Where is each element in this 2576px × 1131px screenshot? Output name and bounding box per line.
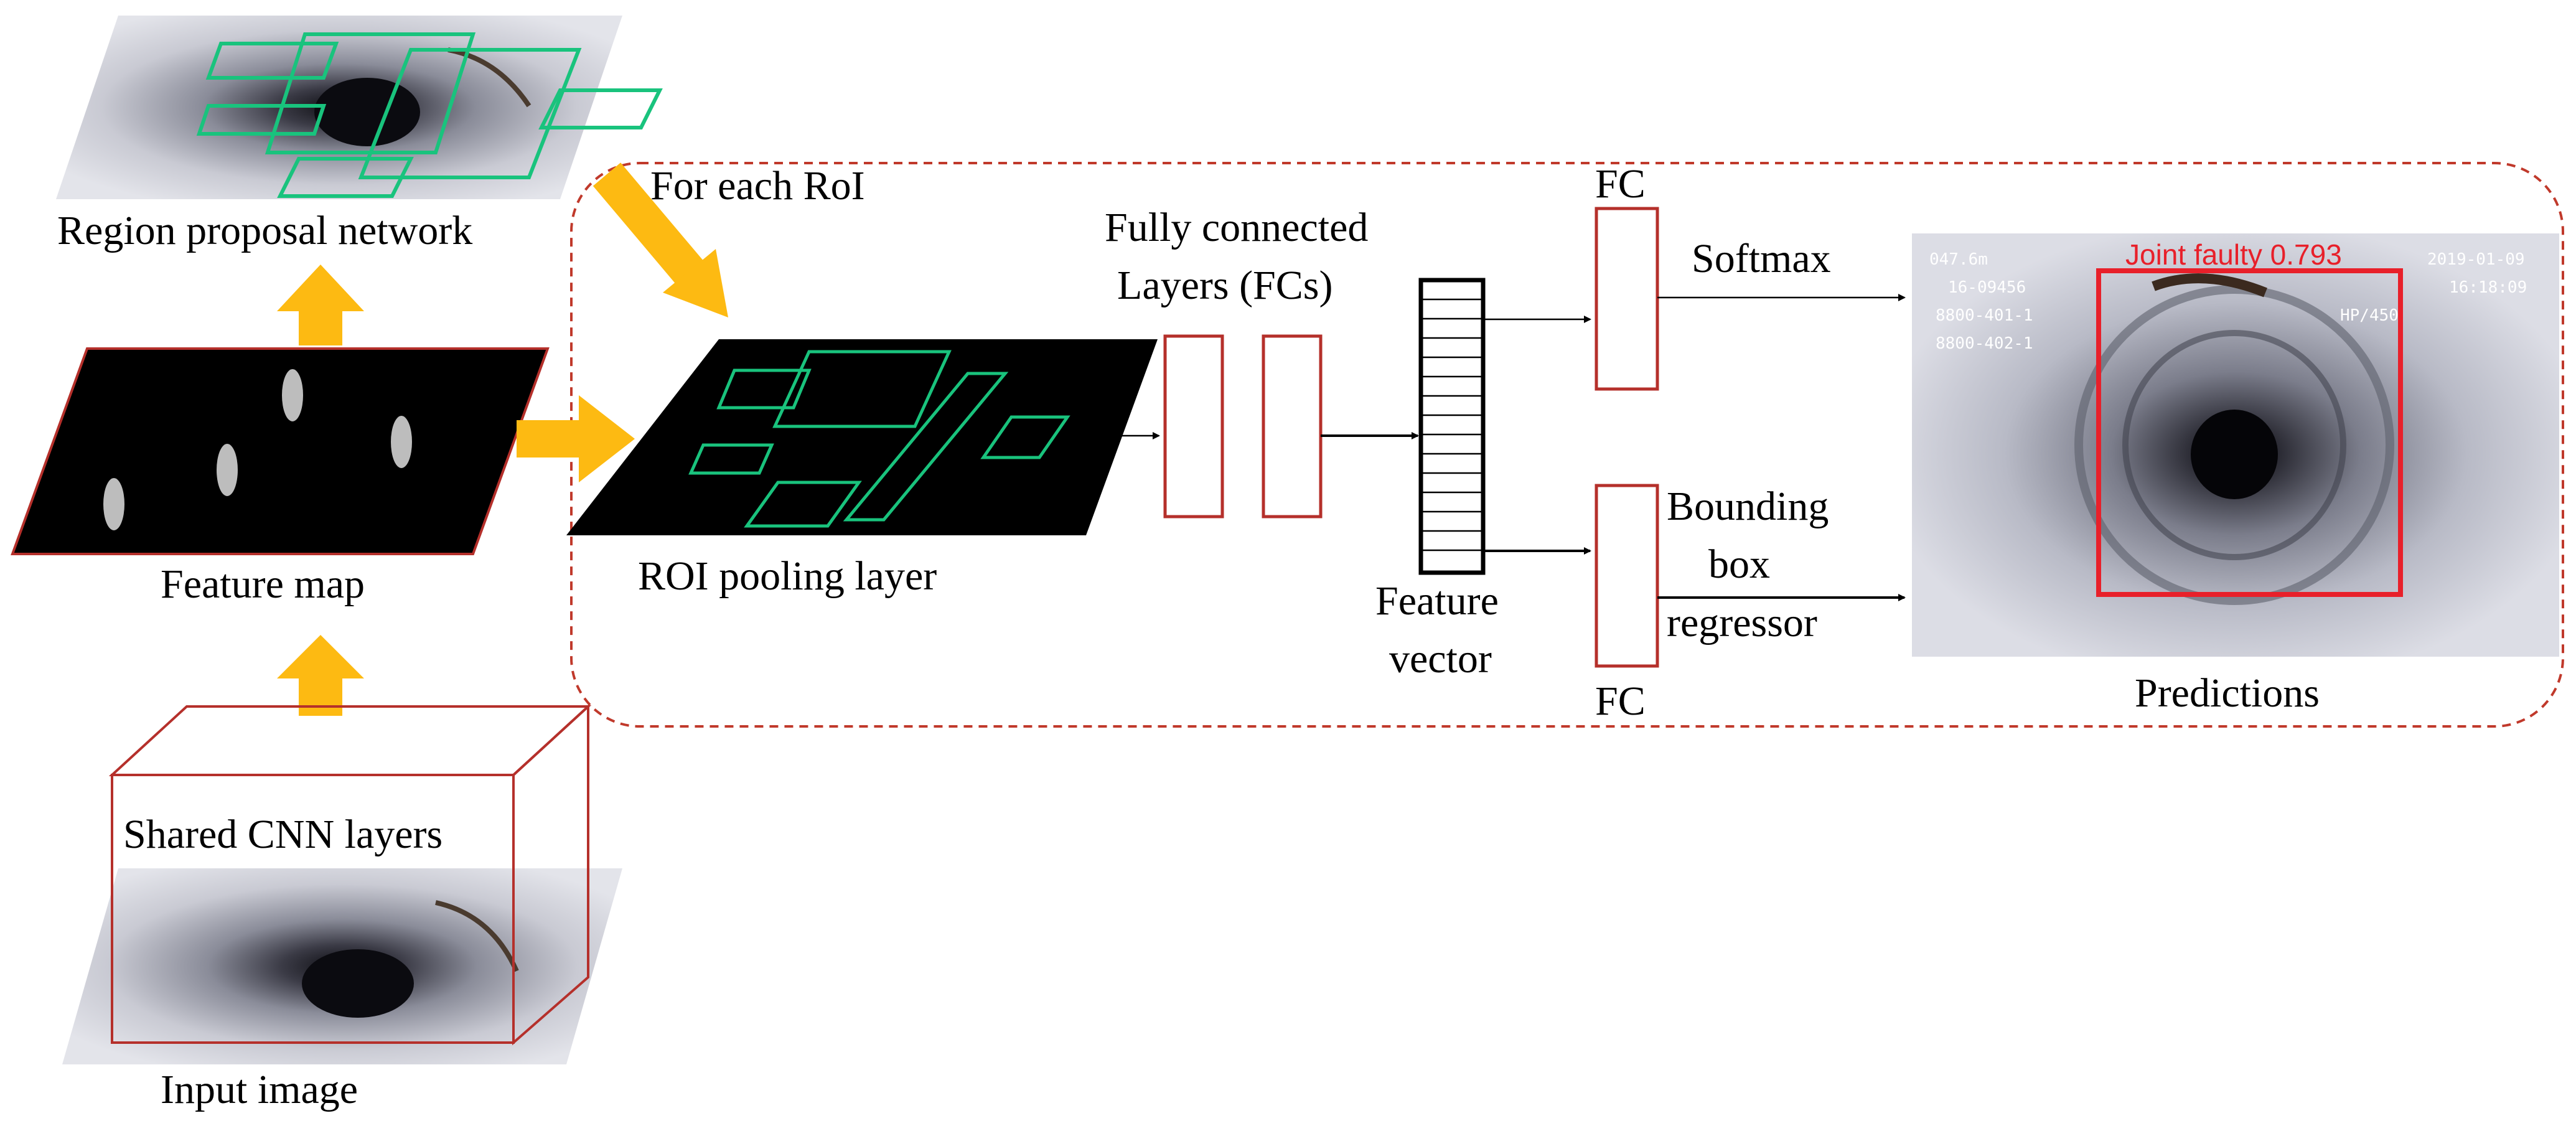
pipe-hole (302, 949, 414, 1018)
overlay-left-1: 047.6m (1929, 250, 1988, 269)
feature-point (217, 444, 238, 496)
bbox-label-line3: regressor (1667, 600, 1817, 645)
fc-top (1595, 207, 1659, 391)
rpn-proposal-boxes (196, 32, 663, 198)
for-each-roi-label: For each RoI (650, 163, 865, 209)
overlay-left-4: 8800-402-1 (1936, 334, 2033, 353)
roi-pooling-label: ROI pooling layer (638, 553, 937, 599)
overlay-left-2: 16-09456 (1948, 278, 2026, 297)
input-image-label: Input image (161, 1067, 358, 1112)
rpn-image (56, 16, 663, 199)
feature-vector-label-line2: vector (1389, 636, 1492, 682)
feature-map-shape (11, 347, 550, 555)
overlay-left-3: 8800-401-1 (1936, 306, 2033, 325)
feature-vector (1418, 278, 1486, 575)
shared-cnn-label: Shared CNN layers (123, 812, 443, 857)
shared-cnn-box (108, 703, 592, 1046)
feature-point (282, 369, 303, 421)
overlay-right-2: 16:18:09 (2449, 278, 2527, 297)
feature-point (391, 416, 412, 468)
detection-box (2096, 268, 2403, 597)
predictions-image: 047.6m 16-09456 8800-401-1 8800-402-1 20… (1912, 233, 2559, 657)
fc-top-label: FC (1595, 161, 1646, 207)
arrow-up-to-feature-map (277, 635, 364, 716)
detection-label: Joint faulty 0.793 (2125, 238, 2342, 271)
bbox-label-line1: Bounding (1667, 484, 1829, 529)
fc-layer-1 (1163, 334, 1224, 519)
roi-boxes (688, 350, 1070, 528)
fc-layer-2 (1262, 334, 1323, 519)
overlay-camera-tag: HP/450 (2340, 306, 2399, 325)
fc-layers-label-line1: Fully connected (1105, 205, 1368, 250)
fc-layers-label-line2: Layers (FCs) (1117, 263, 1332, 308)
feature-map-label: Feature map (161, 561, 365, 607)
pipe-hole (314, 78, 420, 146)
arrow-rpn-to-roi (592, 162, 728, 317)
overlay-right-1: 2019-01-09 (2427, 250, 2525, 269)
rpn-label: Region proposal network (57, 208, 472, 253)
roi-pooling-shape (566, 339, 1158, 535)
arrow-up-to-rpn (277, 265, 364, 345)
feature-point (103, 478, 124, 530)
softmax-label: Softmax (1692, 236, 1831, 281)
arrow-feature-map-to-roi (517, 395, 635, 482)
bbox-label-line2: box (1708, 542, 1770, 587)
fc-bottom-label: FC (1595, 678, 1646, 724)
input-image (62, 868, 622, 1064)
predictions-label: Predictions (2135, 670, 2320, 716)
feature-vector-label-line1: Feature (1375, 578, 1499, 624)
roi-head-container (570, 162, 2564, 728)
pipe-hole (2191, 410, 2278, 499)
fc-bottom (1595, 484, 1659, 668)
